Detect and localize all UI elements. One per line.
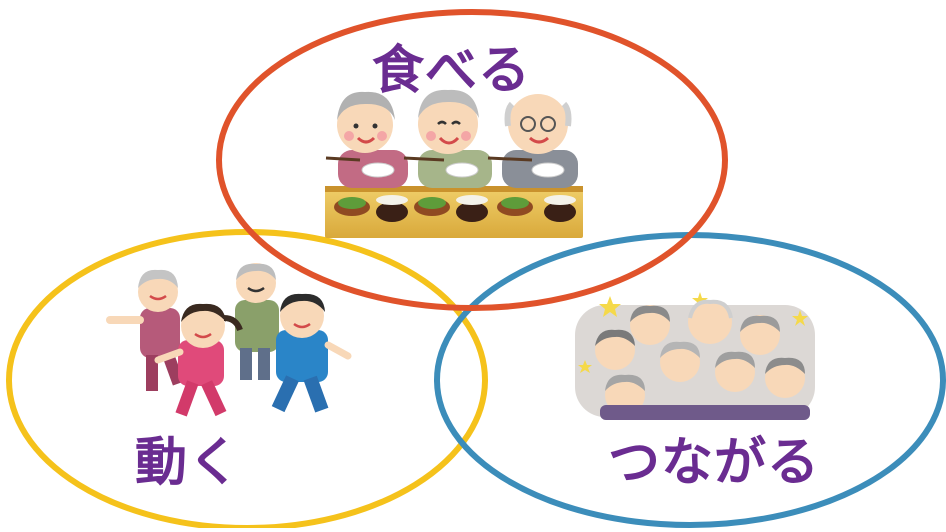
label-eat: 食べる (372, 41, 532, 101)
circle-eat (216, 9, 728, 311)
label-connect: つながる (608, 433, 821, 493)
elderly-people-eating-illustration (325, 89, 583, 238)
elderly-people-jogging-illustration (106, 263, 352, 417)
elderly-group-cheering-illustration (575, 292, 815, 420)
label-move: 動く (135, 433, 242, 493)
